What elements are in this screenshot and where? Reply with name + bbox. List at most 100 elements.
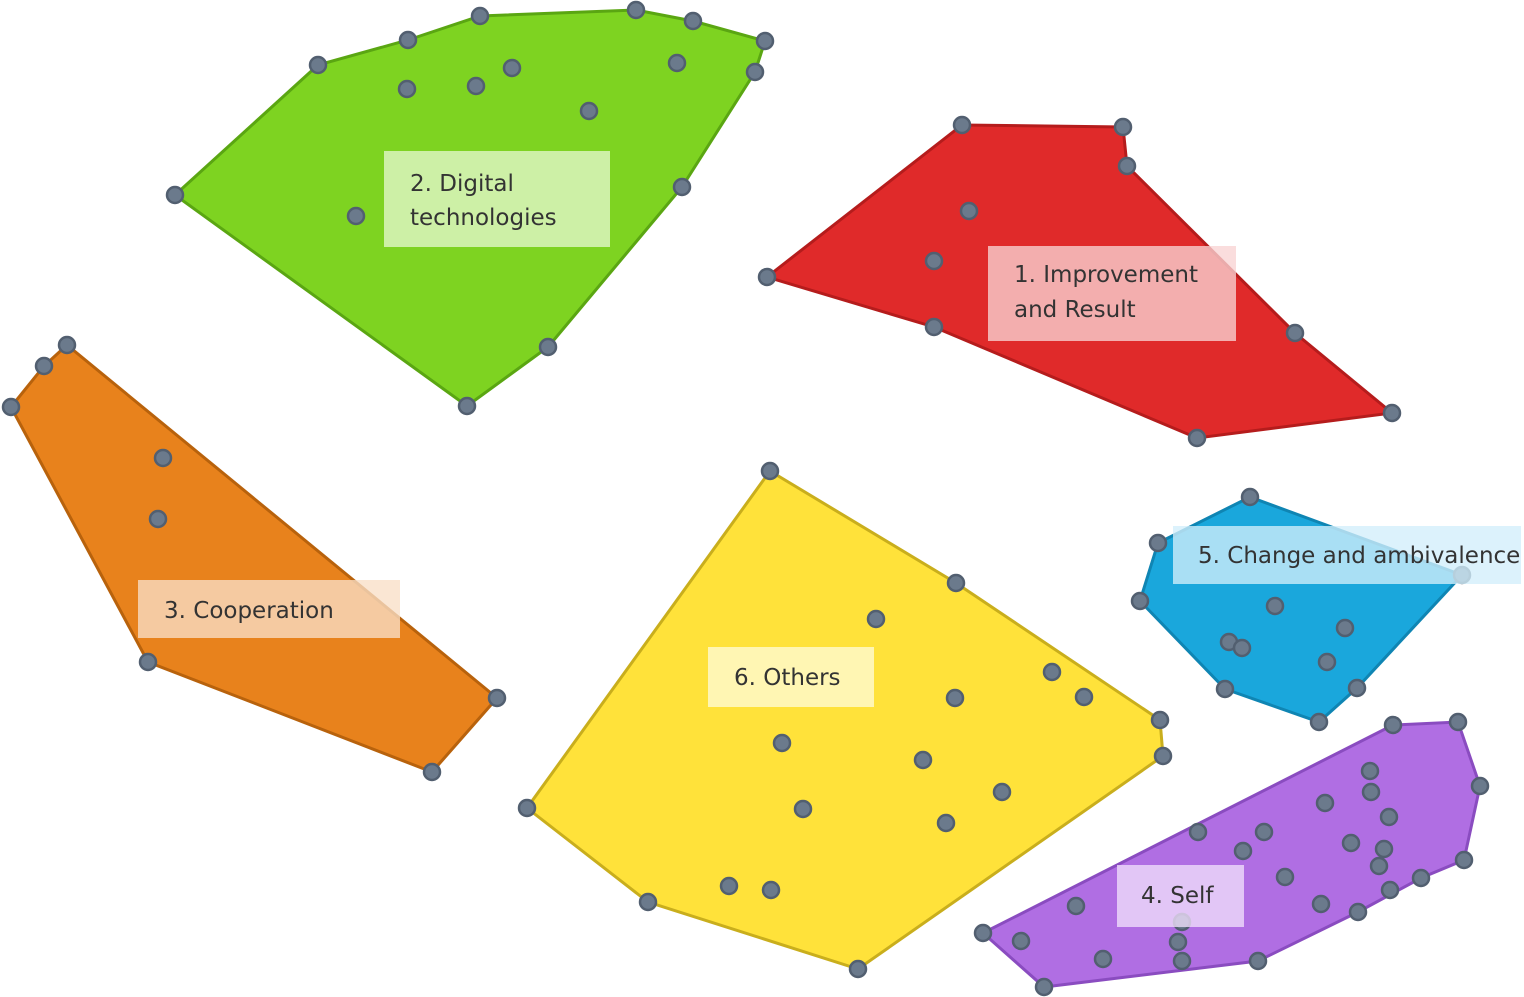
data-point: [457, 396, 477, 416]
data-point: [1317, 652, 1337, 672]
data-point: [1093, 949, 1113, 969]
data-point: [672, 177, 692, 197]
data-point: [165, 185, 185, 205]
data-point: [1315, 793, 1335, 813]
data-point: [719, 876, 739, 896]
svg-text:4. Self: 4. Self: [1141, 883, 1214, 909]
data-point: [992, 782, 1012, 802]
data-point: [1374, 839, 1394, 859]
cluster-self: 4. Self: [973, 712, 1490, 997]
data-point: [924, 251, 944, 271]
data-point: [1113, 117, 1133, 137]
cluster-improvement-and-result: 1. Improvement and Result: [757, 115, 1402, 448]
data-point: [667, 53, 687, 73]
data-point: [1240, 487, 1260, 507]
cluster-others: 6. Others: [517, 461, 1173, 979]
data-point: [848, 959, 868, 979]
data-point: [1360, 761, 1380, 781]
cluster-improvement-and-result-points: [757, 115, 1402, 448]
data-point: [1379, 807, 1399, 827]
data-point: [1066, 896, 1086, 916]
data-point: [308, 55, 328, 75]
data-point: [1168, 932, 1188, 952]
data-point: [1411, 868, 1431, 888]
data-point: [1248, 951, 1268, 971]
data-point: [1215, 679, 1235, 699]
cluster-digital-technologies: 2. Digital technologies: [165, 0, 775, 416]
cluster-improvement-and-result-label: 1. Improvement and Result: [988, 246, 1236, 341]
data-point: [1285, 323, 1305, 343]
data-point: [1448, 712, 1468, 732]
cluster-digital-technologies-label: 2. Digital technologies: [384, 151, 610, 247]
data-point: [1188, 822, 1208, 842]
data-point: [470, 6, 490, 26]
data-point: [1, 397, 21, 417]
data-point: [638, 892, 658, 912]
data-point: [1361, 782, 1381, 802]
data-point: [397, 79, 417, 99]
data-point: [1117, 156, 1137, 176]
data-point: [1172, 951, 1192, 971]
data-point: [1254, 822, 1274, 842]
data-point: [1275, 867, 1295, 887]
cluster-cooperation-region: [9, 343, 500, 774]
data-point: [959, 201, 979, 221]
data-point: [946, 573, 966, 593]
data-point: [760, 461, 780, 481]
svg-text:2. Digital: 2. Digital: [410, 171, 514, 197]
data-point: [1454, 850, 1474, 870]
data-point: [1383, 715, 1403, 735]
cluster-others-points: [517, 461, 1173, 979]
data-point: [913, 750, 933, 770]
data-point: [466, 76, 486, 96]
data-point: [772, 733, 792, 753]
cluster-self-label: 4. Self: [1117, 865, 1244, 927]
data-point: [346, 206, 366, 226]
cluster-change-and-ambivalence: 5. Change and ambivalence: [1130, 487, 1521, 732]
data-point: [1347, 678, 1367, 698]
data-point: [1348, 902, 1368, 922]
svg-text:1. Improvement: 1. Improvement: [1014, 262, 1198, 288]
cluster-change-and-ambivalence-label: 5. Change and ambivalence: [1173, 526, 1521, 584]
cluster-cooperation-points: [1, 335, 507, 782]
data-point: [138, 652, 158, 672]
data-point: [1011, 931, 1031, 951]
data-point: [626, 0, 646, 20]
data-point: [538, 337, 558, 357]
svg-text:and Result: and Result: [1014, 297, 1136, 323]
data-point: [761, 880, 781, 900]
data-point: [755, 31, 775, 51]
data-point: [34, 356, 54, 376]
data-point: [1382, 403, 1402, 423]
data-point: [1233, 841, 1253, 861]
data-point: [757, 267, 777, 287]
data-point: [1034, 977, 1054, 997]
cluster-change-and-ambivalence-points: [1130, 487, 1472, 732]
data-point: [1309, 712, 1329, 732]
data-point: [1130, 591, 1150, 611]
data-point: [1265, 596, 1285, 616]
data-point: [683, 11, 703, 31]
data-point: [487, 688, 507, 708]
data-point: [1369, 856, 1389, 876]
data-point: [952, 115, 972, 135]
data-point: [1074, 687, 1094, 707]
cluster-self-region: [980, 720, 1482, 989]
svg-text:3. Cooperation: 3. Cooperation: [164, 598, 334, 624]
data-point: [1380, 880, 1400, 900]
svg-text:6. Others: 6. Others: [734, 665, 841, 691]
data-point: [1153, 746, 1173, 766]
svg-text:technologies: technologies: [410, 205, 557, 231]
data-point: [866, 609, 886, 629]
data-point: [153, 448, 173, 468]
data-point: [1470, 776, 1490, 796]
data-point: [1341, 833, 1361, 853]
cluster-others-label: 6. Others: [708, 647, 874, 707]
data-point: [1187, 428, 1207, 448]
cluster-cooperation-label: 3. Cooperation: [138, 580, 400, 638]
data-point: [517, 798, 537, 818]
svg-text:5. Change and ambivalence: 5. Change and ambivalence: [1198, 543, 1520, 569]
data-point: [502, 58, 522, 78]
data-point: [936, 813, 956, 833]
